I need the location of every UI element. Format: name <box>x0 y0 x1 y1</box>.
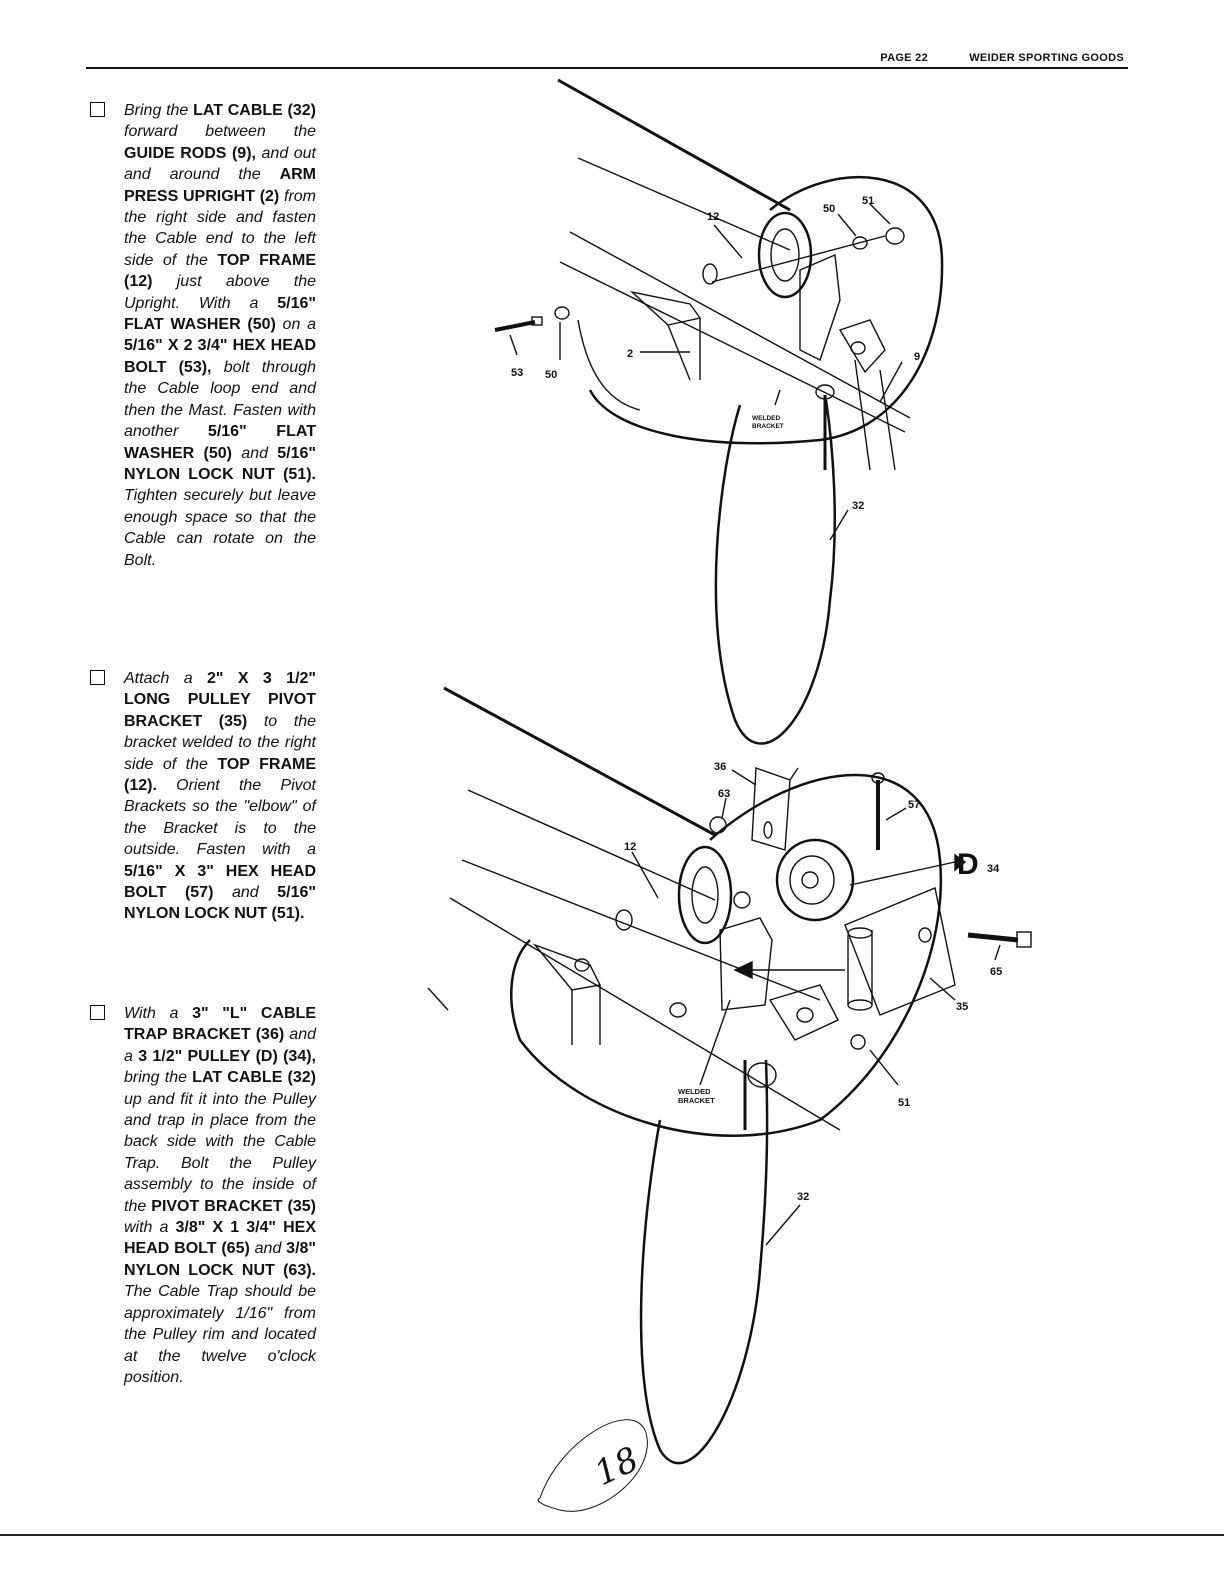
instruction-text: Bring the <box>124 102 194 119</box>
step-checkbox[interactable] <box>90 1005 105 1020</box>
callout-57: 57 <box>908 799 920 811</box>
footer-rule <box>0 1534 1224 1536</box>
pulley-letter-d: D <box>957 848 979 881</box>
callout-50-bolt: 50 <box>545 369 557 381</box>
part-callout-text: 3/8" NYLON LOCK NUT (63). <box>124 1240 316 1279</box>
instruction-text: from the right side and fasten the Cable… <box>124 187 316 269</box>
instruction-text: bring the <box>124 1069 193 1087</box>
part-callout-text: 3/8" X 1 3/4" HEX HEAD BOLT (65) <box>124 1219 316 1258</box>
part-callout-text: 5/16" X 3" HEX HEAD BOLT (57) <box>124 862 316 902</box>
instruction-text: Attach a <box>124 670 207 687</box>
instruction-text: up and fit it into the Pulley and trap i… <box>124 1090 316 1215</box>
callout-51-bottom: 51 <box>898 1097 910 1109</box>
instruction-step-1: Bring the LAT CABLE (32) forward between… <box>90 100 320 571</box>
callout-36: 36 <box>714 761 726 773</box>
page-number: PAGE 22 <box>880 52 928 64</box>
callout-32: 32 <box>852 500 864 512</box>
welded-bracket-label-2: BRACKET <box>752 423 784 430</box>
welded-bracket-label-bottom-1: WELDED <box>678 1087 711 1096</box>
header-rule <box>86 67 1128 69</box>
instruction-text: and <box>213 884 278 902</box>
instruction-text: Orient the Pivot Brackets so the "elbow"… <box>124 777 316 859</box>
part-callout-text: 2" X 3 1/2" LONG PULLEY PIVOT BRACKET (3… <box>124 670 316 730</box>
part-callout-text: 3 1/2" PULLEY (D) (34), <box>138 1047 316 1065</box>
instruction-text: just above the Upright. With a <box>124 273 316 312</box>
step-text: With a 3" "L" CABLE TRAP BRACKET (36) an… <box>124 1003 316 1388</box>
part-callout-text: 5/16" NYLON LOCK NUT (51). <box>124 884 316 923</box>
part-callout-text: LAT CABLE (32) <box>193 102 316 119</box>
step-checkbox[interactable] <box>90 670 105 685</box>
instruction-step-3: With a 3" "L" CABLE TRAP BRACKET (36) an… <box>90 1003 320 1388</box>
instruction-text: Tighten securely but leave enough space … <box>124 487 316 569</box>
part-callout-text: ARM PRESS UPRIGHT (2) <box>124 166 316 205</box>
welded-bracket-label-1: WELDED <box>752 415 780 422</box>
company-name: WEIDER SPORTING GOODS <box>969 52 1124 64</box>
instruction-text: The Cable Trap should be approximately 1… <box>124 1283 316 1386</box>
instruction-text: and <box>249 1240 287 1258</box>
figure-top-drawing <box>494 78 944 745</box>
callout-12-bottom: 12 <box>624 841 636 853</box>
instruction-text: forward between the <box>124 123 316 141</box>
callout-65: 65 <box>990 966 1002 978</box>
part-callout-text: TOP FRAME (12). <box>124 755 317 795</box>
part-callout-text: GUIDE RODS (9), <box>124 144 256 162</box>
part-callout-text: 3" "L" CABLE TRAP BRACKET (36) <box>124 1005 316 1044</box>
callout-35: 35 <box>956 1001 968 1013</box>
callout-51: 51 <box>862 195 874 207</box>
callout-2: 2 <box>627 348 633 360</box>
figure-bottom-drawing <box>427 686 1032 1512</box>
part-callout-text: LAT CABLE (32) <box>192 1069 316 1087</box>
callout-53: 53 <box>511 367 523 379</box>
instruction-text: With a <box>124 1005 193 1022</box>
callout-63: 63 <box>718 788 730 800</box>
instruction-text: to the bracket welded to the right side … <box>124 712 316 773</box>
instruction-text: and a <box>124 1026 317 1065</box>
step-checkbox[interactable] <box>90 102 105 117</box>
instruction-text: bolt through the Cable loop end and then… <box>124 358 316 441</box>
instruction-text: with a <box>124 1219 176 1237</box>
instruction-text: and out and around the <box>124 144 316 184</box>
callout-32-bottom: 32 <box>797 1191 809 1203</box>
part-callout-text: 5/16" NYLON LOCK NUT (51). <box>124 444 317 483</box>
callout-34: 34 <box>987 863 1000 875</box>
callout-12: 12 <box>707 211 719 223</box>
instruction-text: on a <box>275 316 316 334</box>
part-callout-text: 5/16" FLAT WASHER (50) <box>124 294 316 334</box>
part-callout-text: PIVOT BRACKET (35) <box>151 1197 316 1215</box>
step-text: Attach a 2" X 3 1/2" LONG PULLEY PIVOT B… <box>124 668 316 925</box>
welded-bracket-label-bottom-2: BRACKET <box>678 1096 715 1105</box>
step-text: Bring the LAT CABLE (32) forward between… <box>124 100 316 571</box>
part-callout-text: 5/16" FLAT WASHER (50) <box>124 423 316 462</box>
page-header: PAGE 22 WEIDER SPORTING GOODS <box>86 48 1128 66</box>
callout-9: 9 <box>914 351 920 363</box>
part-callout-text: 5/16" X 2 3/4" HEX HEAD BOLT (53), <box>124 337 316 376</box>
callout-50: 50 <box>823 203 835 215</box>
part-callout-text: TOP FRAME (12) <box>124 251 317 291</box>
handwritten-page-mark: 18 <box>589 1439 645 1494</box>
instruction-step-2: Attach a 2" X 3 1/2" LONG PULLEY PIVOT B… <box>90 668 320 925</box>
instruction-text: and <box>231 444 278 462</box>
